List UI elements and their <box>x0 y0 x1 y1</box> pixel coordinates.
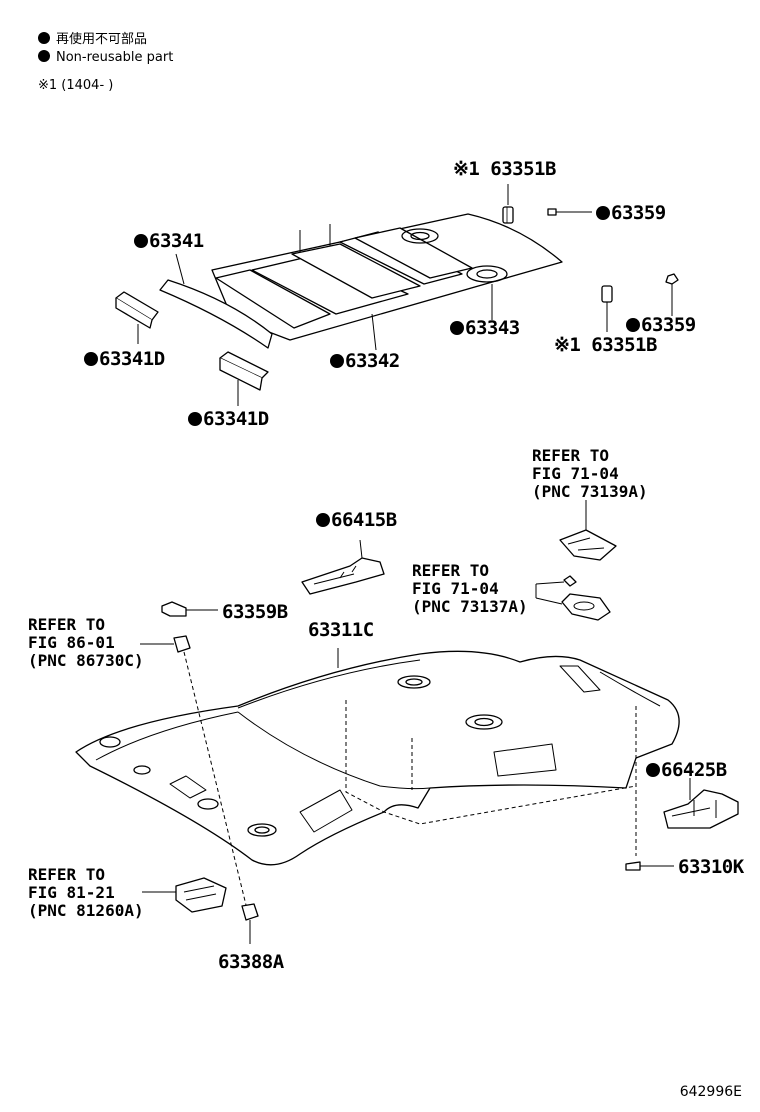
label-63341D-a: 63341D <box>84 348 165 370</box>
label-66425B: 66425B <box>646 759 727 781</box>
non-reusable-dot-icon <box>450 321 464 335</box>
non-reusable-dot-icon <box>134 234 148 248</box>
headliner-63311C <box>75 648 680 906</box>
figure-code: 642996E <box>679 1084 742 1100</box>
label-63341D-b: 63341D <box>188 408 269 430</box>
non-reusable-dot-icon <box>38 50 50 62</box>
legend-line-english: Non-reusable part <box>38 50 173 65</box>
non-reusable-dot-icon <box>626 318 640 332</box>
date-note: ※1 (1404- ) <box>38 78 114 93</box>
refer-note-81260A: REFER TO FIG 81-21 (PNC 81260A) <box>28 865 144 920</box>
refer-note-86730C: REFER TO FIG 86-01 (PNC 86730C) <box>28 615 144 670</box>
part-66425B <box>663 778 739 829</box>
part-63359B <box>161 601 218 617</box>
non-reusable-dot-icon <box>646 763 660 777</box>
label-63311C: 63311C <box>308 619 374 641</box>
lamp-81260A <box>142 877 227 913</box>
label-63310K: 63310K <box>678 856 744 878</box>
label-63388A: 63388A <box>218 951 284 973</box>
non-reusable-dot-icon <box>84 352 98 366</box>
part-63388A <box>241 903 259 944</box>
non-reusable-dot-icon <box>316 513 330 527</box>
lamp-brackets <box>535 500 617 621</box>
connector-86730C <box>140 635 191 653</box>
label-63343: 63343 <box>450 317 520 339</box>
label-63359B: 63359B <box>222 601 288 623</box>
non-reusable-dot-icon <box>596 206 610 220</box>
refer-note-73137A: REFER TO FIG 71-04 (PNC 73137A) <box>412 561 528 616</box>
refer-note-73139A: REFER TO FIG 71-04 (PNC 73139A) <box>532 446 648 501</box>
non-reusable-dot-icon <box>38 32 50 44</box>
label-63341: 63341 <box>134 230 204 252</box>
label-63359-right: 63359 <box>626 314 696 336</box>
part-63310K <box>625 861 674 871</box>
label-63359-top: 63359 <box>596 202 666 224</box>
label-63351B-top: ※1 63351B <box>453 158 556 180</box>
non-reusable-dot-icon <box>330 354 344 368</box>
part-66415B <box>301 539 385 595</box>
label-66415B: 66415B <box>316 509 397 531</box>
label-63342: 63342 <box>330 350 400 372</box>
non-reusable-dot-icon <box>188 412 202 426</box>
roof-pad-assembly <box>115 184 679 406</box>
legend-line-japanese: 再使用不可部品 <box>38 28 147 47</box>
label-63351B-bottom: ※1 63351B <box>554 334 657 356</box>
